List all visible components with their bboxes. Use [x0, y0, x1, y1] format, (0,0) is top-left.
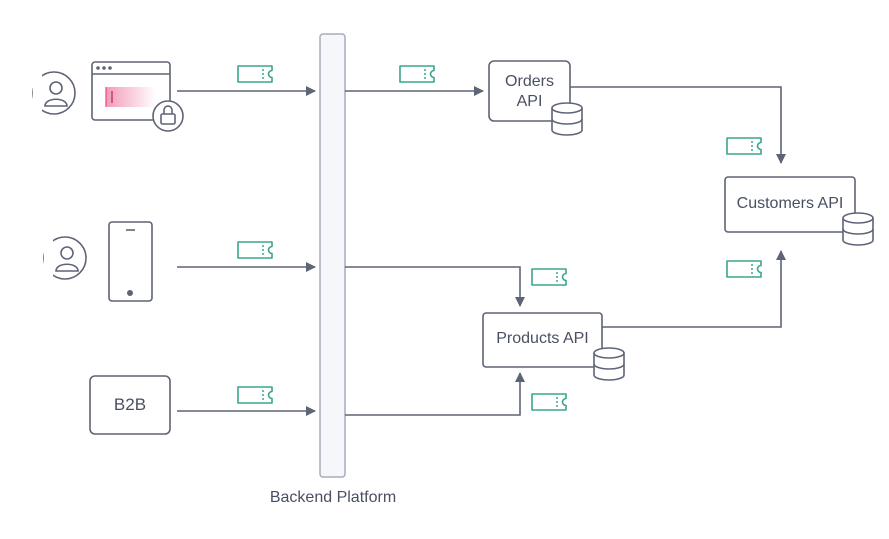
mobile-phone-icon [108, 221, 153, 302]
orders-api-label-line2: API [516, 93, 543, 110]
customers-api-label: Customers API [736, 195, 844, 212]
orders-api-label-line1: Orders [505, 73, 554, 90]
login-field-highlight [106, 87, 156, 107]
backend-platform-bar [319, 33, 346, 478]
b2b-label: B2B [113, 395, 147, 414]
lock-icon [152, 100, 184, 132]
b2b-box [89, 375, 171, 435]
platform-to-products-arrow-2 [345, 372, 525, 416]
web-user-icon [32, 71, 76, 115]
products-api-box [482, 312, 603, 368]
token-icon [531, 393, 567, 411]
token-icon [237, 241, 273, 259]
token-icon [399, 65, 435, 83]
token-icon [237, 65, 273, 83]
token-icon [726, 137, 762, 155]
backend-platform-label: Backend Platform [269, 489, 397, 506]
orders-to-customers-arrow [570, 86, 786, 164]
products-to-customers-arrow [602, 250, 786, 328]
products-database-icon [593, 347, 625, 381]
mobile-user-icon [43, 236, 87, 280]
customers-api-box [724, 176, 856, 233]
browser-icon [91, 61, 171, 121]
token-icon [531, 268, 567, 286]
token-icon [237, 386, 273, 404]
platform-to-products-arrow [345, 266, 525, 307]
token-icon [726, 260, 762, 278]
orders-api-box [488, 60, 571, 122]
customers-database-icon [842, 212, 874, 246]
products-api-label: Products API [496, 330, 589, 347]
